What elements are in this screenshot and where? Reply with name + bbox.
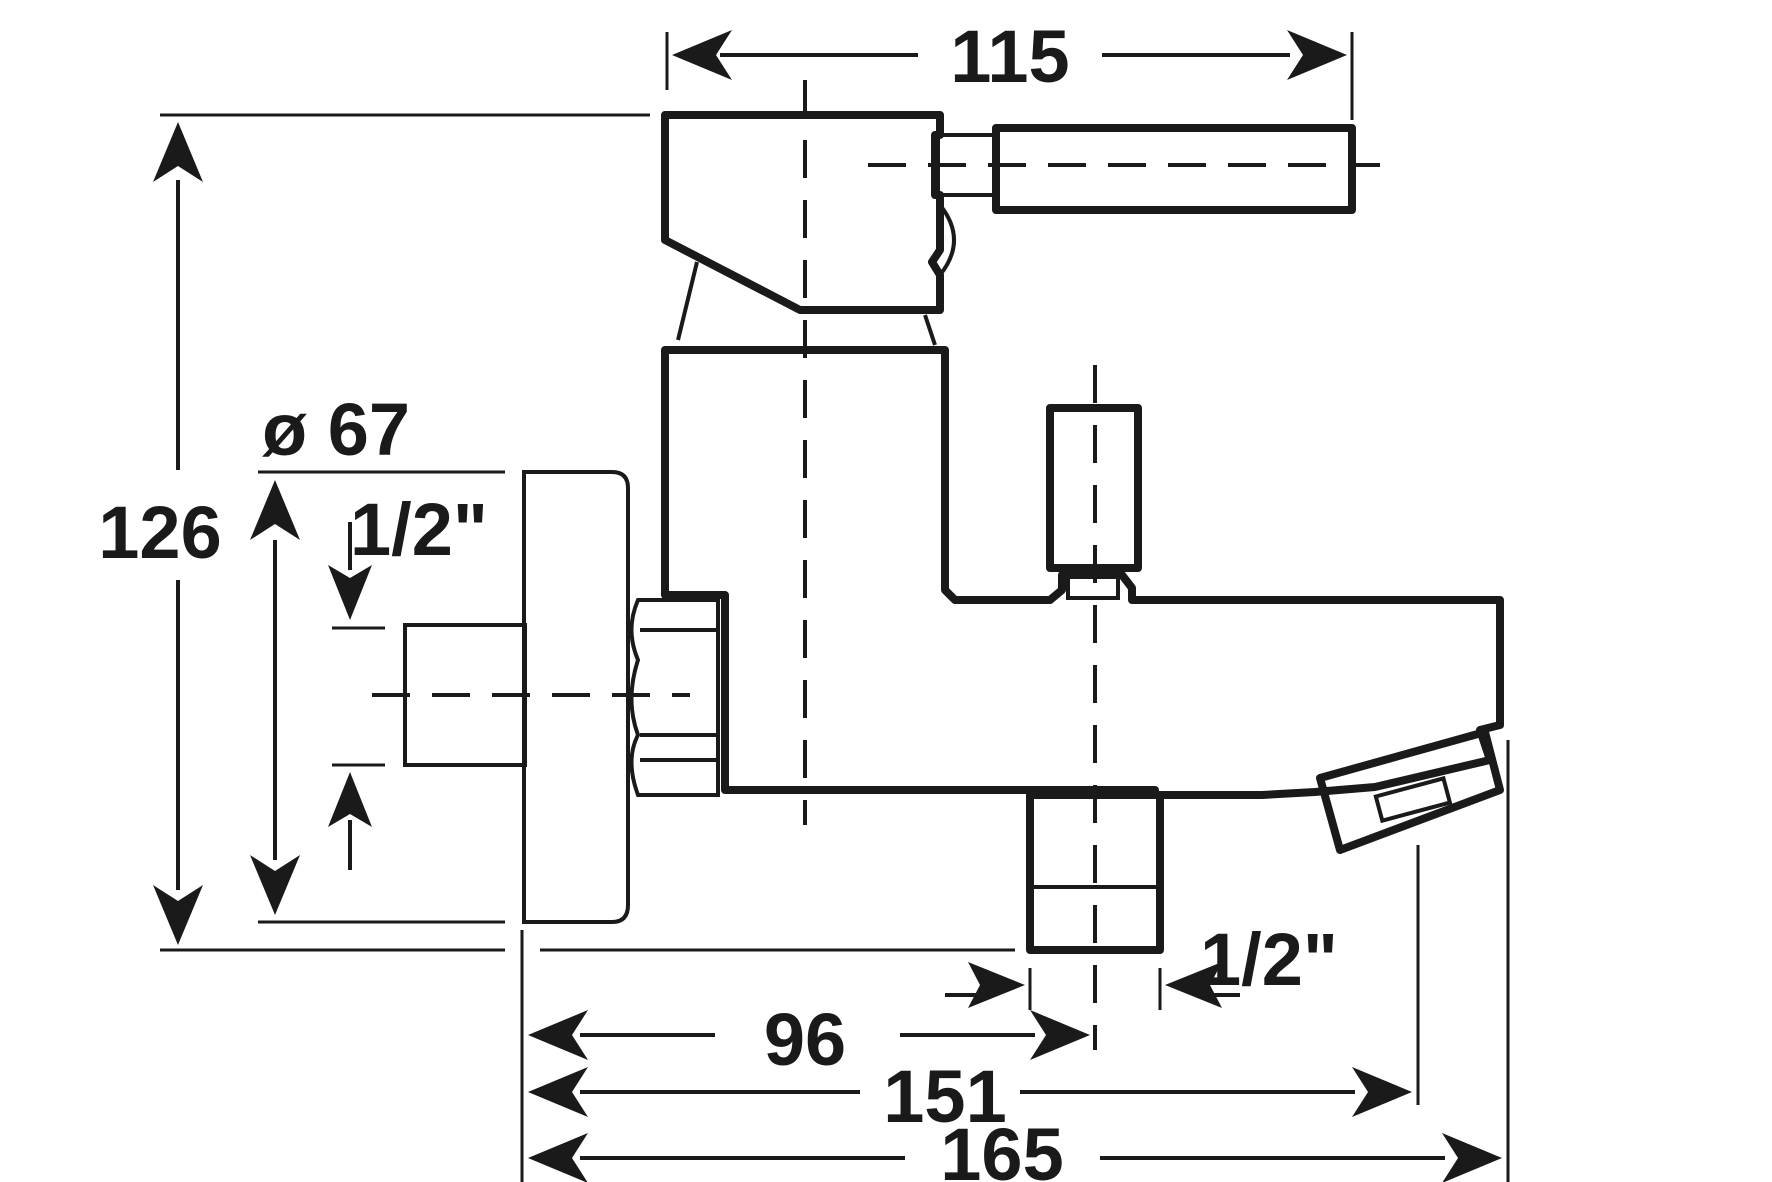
dim-outlet-label: 1/2" [1200,918,1338,1001]
handle-clip [938,203,956,277]
lever-grip [992,124,1356,214]
arrow-115-right [1287,30,1347,80]
arrow-dia-bottom [250,855,300,915]
faucet-outline [403,111,1504,954]
dimension-inlet-thread: 1/2" [328,488,488,870]
handle-head [661,111,944,314]
dimension-115: 115 [672,15,1347,98]
dim-inlet-label: 1/2" [350,488,488,571]
taper-right [923,314,937,346]
arrow-151-right [1352,1067,1412,1117]
dimension-diameter: ø 67 [250,388,410,915]
taper-left [676,261,699,341]
dim-151-label: 151 [883,1055,1006,1138]
dimension-165: 165 [528,1113,1502,1182]
dim-165-label: 165 [940,1113,1063,1182]
arrow-151-left [528,1067,588,1117]
spout-tip [1316,728,1504,854]
arrow-96-right [1030,1010,1090,1060]
arrow-inlet-bottom [328,772,372,827]
dim-96-label: 96 [764,998,846,1081]
arrow-126-bottom [153,885,203,945]
arrow-96-left [528,1010,588,1060]
arrow-165-left [528,1133,588,1182]
arrow-inlet-top [328,565,372,620]
main-body [661,346,1504,799]
dim-126-label: 126 [98,491,221,574]
aerator [1373,775,1453,824]
dimension-outlet-thread: 1/2" [945,918,1338,1008]
escutcheon [522,470,630,924]
dimension-126: 126 [98,122,222,945]
arrow-outlet-left [968,962,1025,1008]
arrow-165-right [1442,1133,1502,1182]
arrow-115-left [672,30,732,80]
dimension-151: 151 [528,1055,1412,1138]
dim-115-label: 115 [950,15,1069,98]
hex-nut [629,598,720,797]
extension-lines [160,32,1510,1182]
arrow-outlet-right [1165,962,1222,1008]
dimension-96: 96 [528,998,1090,1081]
center-lines [372,80,1380,1050]
dim-dia-label: ø 67 [262,388,410,471]
arrow-126-top [153,122,203,182]
arrow-dia-top [250,480,300,540]
